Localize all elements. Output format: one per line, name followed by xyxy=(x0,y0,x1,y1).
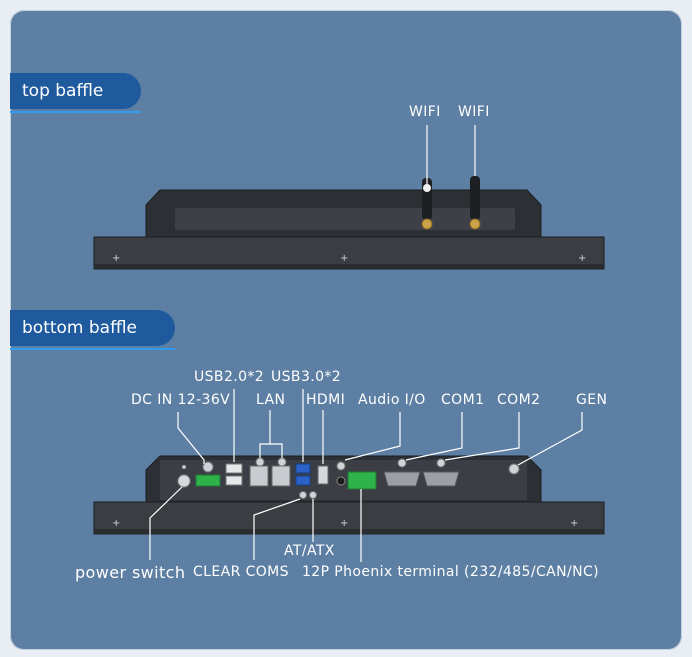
screw-mark: + xyxy=(112,518,120,529)
top-vents xyxy=(175,208,515,230)
gen-leader xyxy=(517,412,583,466)
clear-coms-leader xyxy=(253,498,301,560)
wifi-antenna-left xyxy=(421,178,433,230)
usb3-port-2 xyxy=(295,475,311,486)
com2-leader xyxy=(444,412,520,461)
power-switch-port xyxy=(177,474,191,488)
wifi-left-label: WIFI xyxy=(409,104,441,120)
audio-port xyxy=(336,476,346,486)
bottom-baffle-tag: bottom baffle xyxy=(10,310,175,350)
audio-label: Audio I/O xyxy=(358,392,426,408)
dc-in-leader xyxy=(177,412,205,464)
at-atx-label: AT/ATX xyxy=(284,543,335,559)
gen-port xyxy=(508,463,520,475)
screw-mark: + xyxy=(570,518,578,529)
bottom-device: + + + xyxy=(93,455,605,535)
audio-leader xyxy=(344,412,401,461)
hdmi-label: HDMI xyxy=(306,392,346,408)
screw-mark: + xyxy=(578,253,586,264)
com1-port xyxy=(383,471,421,487)
com2-port xyxy=(422,471,460,487)
usb2-port-2 xyxy=(225,475,243,486)
phoenix-terminal xyxy=(347,471,377,490)
screw-mark: + xyxy=(112,253,120,264)
screw-mark: + xyxy=(340,253,348,264)
bottom-flange xyxy=(93,501,605,535)
power-switch-leader xyxy=(149,486,183,560)
phoenix-label: 12P Phoenix terminal (232/485/CAN/NC) xyxy=(302,564,600,580)
screw-mark: + xyxy=(340,518,348,529)
gen-label: GEN xyxy=(576,392,608,408)
com2-label: COM2 xyxy=(497,392,541,408)
top-device: + + + xyxy=(93,125,605,270)
dc-in-label: DC IN 12-36V xyxy=(131,392,231,408)
usb3-port-1 xyxy=(295,463,311,474)
dc-in-port xyxy=(195,474,221,487)
usb3-label: USB3.0*2 xyxy=(271,369,342,385)
clear-coms-label: CLEAR COMS xyxy=(193,564,289,580)
bottom-leaders xyxy=(149,389,583,562)
lan-port-1 xyxy=(249,465,269,487)
com1-leader xyxy=(405,412,463,461)
wifi-right-label: WIFI xyxy=(458,104,490,120)
wifi-antenna-right xyxy=(469,176,481,230)
top-flange xyxy=(93,236,605,270)
com1-label: COM1 xyxy=(441,392,485,408)
usb2-label: USB2.0*2 xyxy=(194,369,265,385)
lan-port-2 xyxy=(271,465,291,487)
power-switch-label: power switch xyxy=(75,563,186,582)
top-baffle-tag: top baffle xyxy=(10,73,142,113)
usb2-port-1 xyxy=(225,463,243,474)
hdmi-port xyxy=(317,465,329,485)
lan-label: LAN xyxy=(256,392,286,408)
